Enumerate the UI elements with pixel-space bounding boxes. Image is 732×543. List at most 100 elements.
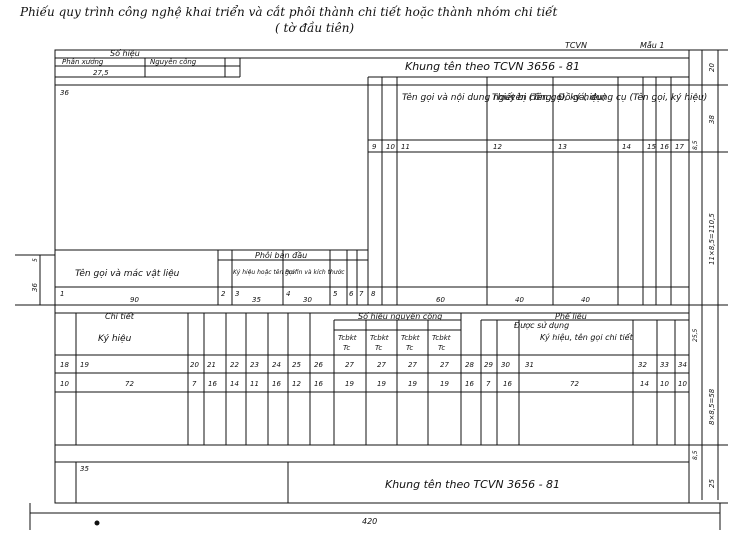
label-tcbkt-1: Tcbkt xyxy=(338,334,357,342)
lower-dim-11: 19 xyxy=(408,380,417,388)
lower-num-33: 33 xyxy=(660,361,669,369)
outer-frame xyxy=(54,49,690,504)
lower-num-27-a: 27 xyxy=(345,361,354,369)
label-profin: Profin và kích thước xyxy=(285,269,345,276)
label-tcbkt-3: Tcbkt xyxy=(401,334,420,342)
lower-num-20: 20 xyxy=(190,361,199,369)
dim-8-5-b: 8,5 xyxy=(692,450,699,460)
lower-dim-17: 14 xyxy=(640,380,649,388)
dim-20: 20 xyxy=(708,63,716,72)
dim-36-b: 36 xyxy=(31,283,39,292)
label-ky-hieu-ten-goi-ct: Ký hiệu, tên gọi chi tiết xyxy=(540,332,634,342)
header-so-hieu: Số hiệu xyxy=(110,48,140,58)
upper-num-14: 14 xyxy=(622,143,631,151)
label-tc-3: Tc xyxy=(406,344,413,352)
label-ten-goi-vat-lieu: Tên gọi và mác vật liệu xyxy=(75,268,180,279)
num-35: 35 xyxy=(80,465,89,473)
label-tc-4: Tc xyxy=(438,344,445,352)
header-27-5: 27,5 xyxy=(93,69,109,77)
lower-dim-15: 16 xyxy=(503,380,512,388)
lower-num-23: 23 xyxy=(250,361,259,369)
label-do-ga: Đồ gá, dụng cụ (Tên gọi, ký hiệu) xyxy=(558,92,707,103)
lower-dim-12: 19 xyxy=(440,380,449,388)
mid-num-1: 1 xyxy=(60,290,64,298)
lower-num-24: 24 xyxy=(272,361,281,369)
dim-110: 11×8,5=110,5 xyxy=(708,213,716,265)
mid-num-6: 6 xyxy=(349,290,354,298)
header-mau: Mẫu 1 xyxy=(640,40,665,50)
label-tc-2: Tc xyxy=(375,344,382,352)
label-chi-tiet: Chi tiết xyxy=(105,311,135,321)
dim-25-5: 25,5 xyxy=(692,328,699,342)
lower-dim-8: 16 xyxy=(314,380,323,388)
title-line1: Phiếu quy trình công nghệ khai triển và … xyxy=(19,4,558,19)
lower-num-27-c: 27 xyxy=(408,361,417,369)
dim-25: 25 xyxy=(708,479,716,488)
dim-38: 38 xyxy=(708,115,716,124)
label-phe-lieu: Phế liệu xyxy=(555,311,587,321)
label-so-hieu-nguyen-cong: Số hiệu nguyên công xyxy=(358,311,442,321)
dim-420: 420 xyxy=(362,517,377,526)
lower-num-25: 25 xyxy=(292,361,301,369)
upper-num-15: 15 xyxy=(647,143,656,151)
mid-num-3: 3 xyxy=(235,290,239,298)
lower-num-27-d: 27 xyxy=(440,361,449,369)
num-36-a: 36 xyxy=(60,89,69,97)
lower-num-19: 19 xyxy=(80,361,89,369)
lower-dim-6: 16 xyxy=(272,380,281,388)
header-phan-xuong: Phân xưởng xyxy=(62,58,104,66)
upper-num-11: 11 xyxy=(401,143,410,151)
mid-num-5: 5 xyxy=(333,290,338,298)
lower-num-34: 34 xyxy=(678,361,687,369)
lower-dim-19: 10 xyxy=(678,380,687,388)
label-tcbkt-2: Tcbkt xyxy=(370,334,389,342)
lower-dim-2: 7 xyxy=(192,380,197,388)
lower-num-29: 29 xyxy=(484,361,493,369)
lower-dim-5: 11 xyxy=(250,380,259,388)
label-phoi-ban-dau: Phôi ban đầu xyxy=(255,250,307,260)
dim-60: 60 xyxy=(436,296,445,304)
lower-dim-1: 72 xyxy=(125,380,134,388)
lower-num-22: 22 xyxy=(230,361,239,369)
dim-40-a: 40 xyxy=(515,296,524,304)
lower-num-27-b: 27 xyxy=(377,361,386,369)
dim-35: 35 xyxy=(252,296,261,304)
mid-num-4: 4 xyxy=(286,290,290,298)
upper-num-16: 16 xyxy=(660,143,669,151)
upper-num-13: 13 xyxy=(558,143,567,151)
title-line2: ( tờ đầu tiên) xyxy=(275,20,354,35)
mid-num-2: 2 xyxy=(221,290,226,298)
label-ky-hieu-ten-goi: Ký hiệu hoặc tên gọi xyxy=(233,269,295,276)
lower-dim-0: 10 xyxy=(60,380,69,388)
frame-top-label: Khung tên theo TCVN 3656 - 81 xyxy=(405,60,580,73)
lower-num-30: 30 xyxy=(501,361,510,369)
header-tcvn: TCVN xyxy=(565,41,587,50)
lower-num-31: 31 xyxy=(525,361,534,369)
dim-30: 30 xyxy=(303,296,312,304)
dim-40-b: 40 xyxy=(581,296,590,304)
mid-num-8: 8 xyxy=(371,290,376,298)
lower-num-32: 32 xyxy=(638,361,647,369)
dim-5: 5 xyxy=(32,258,39,262)
lower-dim-18: 10 xyxy=(660,380,669,388)
lower-dim-14: 7 xyxy=(486,380,491,388)
upper-num-10: 10 xyxy=(386,143,395,151)
label-thiet-bi: Thiết bị (Tên gọi, ký hiệu) xyxy=(492,92,607,103)
header-nguyen-cong: Nguyên công xyxy=(150,58,197,66)
upper-num-12: 12 xyxy=(493,143,502,151)
lower-dim-13: 16 xyxy=(465,380,474,388)
upper-num-9: 9 xyxy=(372,143,377,151)
label-tcbkt-4: Tcbkt xyxy=(432,334,451,342)
label-tc-1: Tc xyxy=(343,344,350,352)
frame-bottom-label: Khung tên theo TCVN 3656 - 81 xyxy=(385,478,560,491)
lower-dim-7: 12 xyxy=(292,380,301,388)
lower-dim-4: 14 xyxy=(230,380,239,388)
dim-58: 8×8,5=58 xyxy=(708,388,716,425)
dim-8-5-a: 8,5 xyxy=(692,140,699,150)
lower-num-26: 26 xyxy=(314,361,323,369)
lower-dim-10: 19 xyxy=(377,380,386,388)
mid-num-7: 7 xyxy=(359,290,364,298)
label-ky-hieu: Ký hiệu xyxy=(98,334,132,344)
